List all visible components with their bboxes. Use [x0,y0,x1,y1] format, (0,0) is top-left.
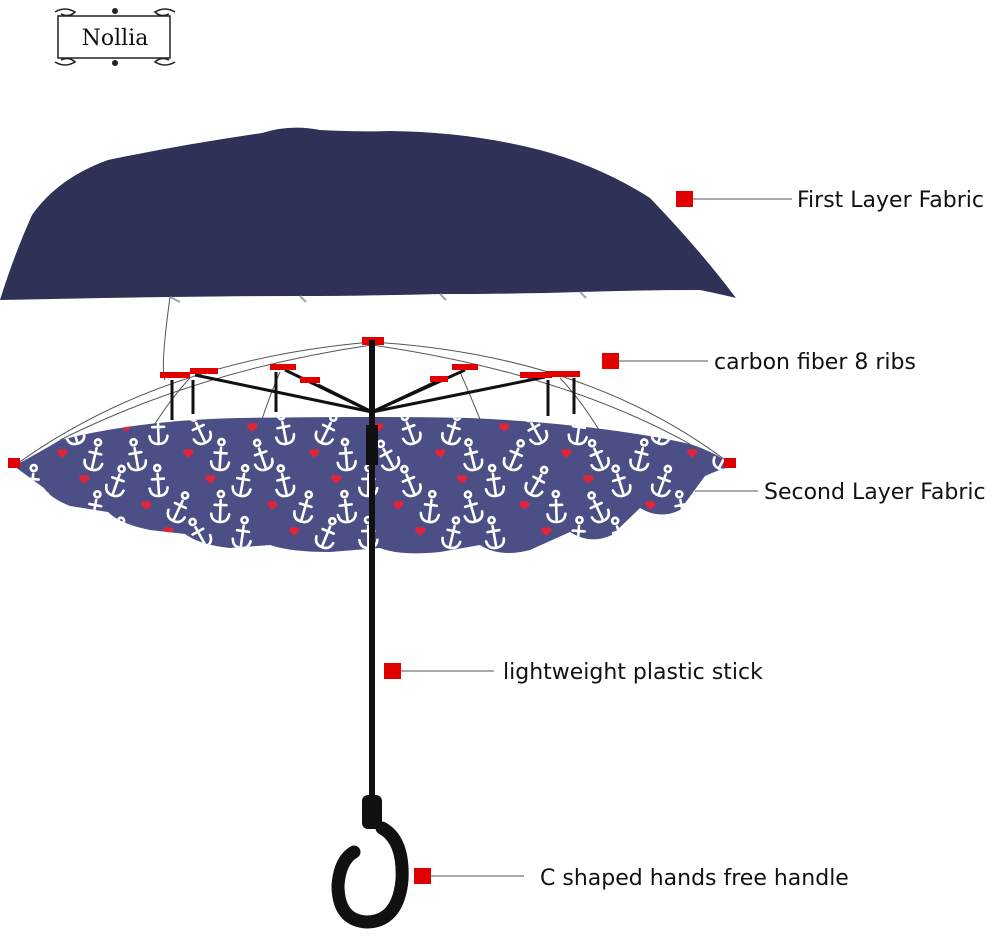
callout-second-layer: Second Layer Fabric [695,480,986,505]
marker-icon [676,191,693,207]
anchor-icon [695,413,714,444]
heart-icon [625,423,635,432]
heart-icon [163,527,173,536]
heart-icon [709,475,719,484]
anchor-icon [694,516,715,548]
heart-icon [37,527,47,536]
logo-ornament-icon [112,60,118,66]
callout-label: Second Layer Fabric [764,480,986,505]
anchor-icon [59,515,87,550]
marker-icon [384,663,401,679]
callout-label: carbon fiber 8 ribs [714,350,916,375]
callout-label: lightweight plastic stick [503,660,763,685]
callout-label: C shaped hands free handle [540,866,849,891]
callout-handle: C shaped hands free handle [414,866,849,891]
logo-ornament-icon [112,8,118,14]
callout-first-layer: First Layer Fabric [676,188,984,213]
logo-text: Nollia [82,26,149,51]
callout-stick: lightweight plastic stick [384,660,763,685]
anchor-icon [22,412,44,445]
callout-ribs: carbon fiber 8 ribs [602,350,916,375]
first-layer-fabric [0,128,736,302]
callout-label: First Layer Fabric [797,188,984,213]
c-handle [338,795,402,922]
marker-icon [414,868,431,884]
heart-icon [667,527,677,536]
anchor-icon [711,489,741,525]
brand-logo: Nollia [55,8,175,66]
marker-icon [602,353,619,369]
